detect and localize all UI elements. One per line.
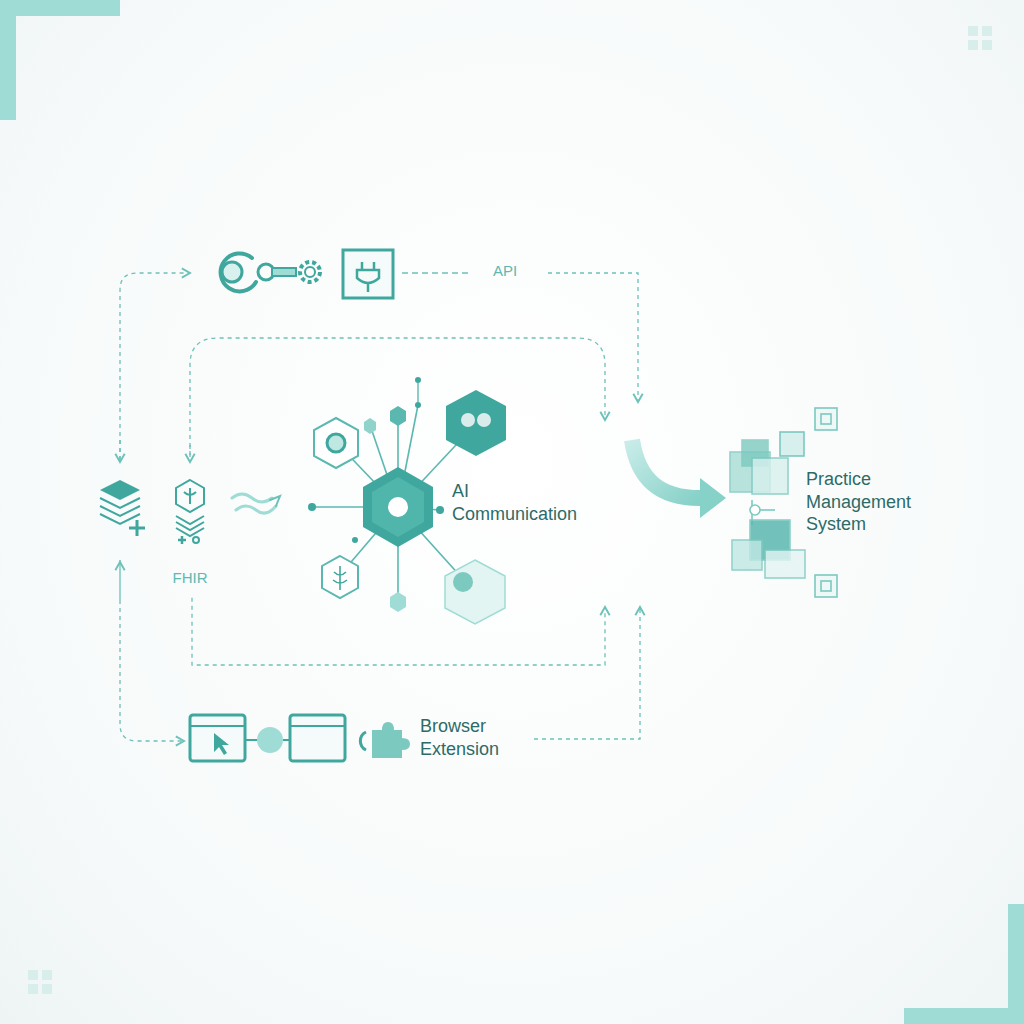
node-label: FHIR: [160, 569, 220, 588]
wave-arrows: [232, 494, 280, 513]
node-label: API: [470, 262, 540, 281]
connector: [192, 598, 605, 665]
hub-network: [308, 377, 506, 624]
dashed-loop: [120, 273, 605, 741]
api-icons: [221, 250, 470, 298]
browser-icons: [190, 715, 410, 761]
fhir-icon: [176, 480, 204, 544]
ai-hub-node: AI Communication: [300, 400, 650, 605]
node-label: Browser Extension: [420, 715, 520, 760]
fhir-label-node: FHIR: [160, 565, 224, 594]
connector: [632, 440, 726, 518]
api-label-node: API: [470, 258, 544, 288]
node-label: AI Communication: [452, 480, 594, 525]
pms-node: Practice Management System: [728, 408, 944, 598]
connector: [548, 273, 638, 402]
browser-extension-node: Browser Extension: [410, 712, 530, 766]
connector: [534, 607, 640, 739]
data-stack-icon: [100, 480, 145, 536]
node-label: Practice Management System: [806, 468, 940, 536]
